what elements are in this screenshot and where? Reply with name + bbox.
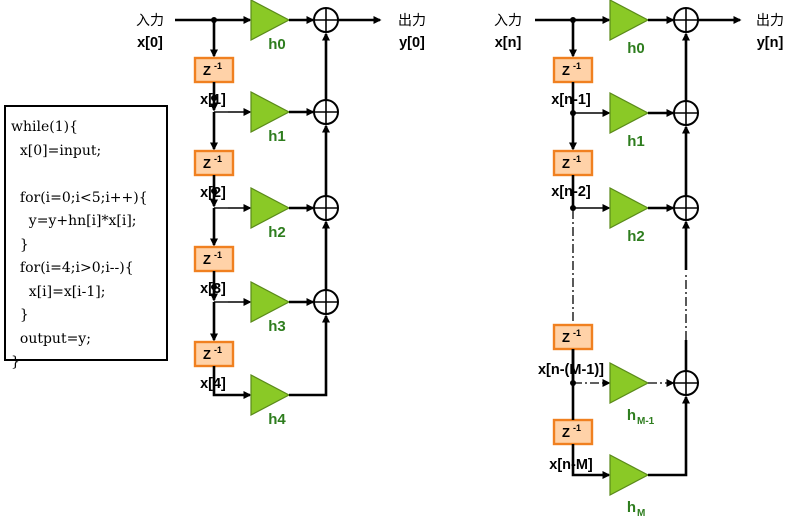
coefficient-label: h3 [268,318,286,335]
delay-exponent: -1 [214,154,222,164]
adder-node [313,7,339,33]
coefficient-label: h1 [627,133,645,150]
coefficient-label: h0 [268,36,286,53]
code-line: x[i]=x[i-1]; [11,283,106,300]
delay-block: Z-1 [193,245,235,273]
coefficient-label: h [627,499,636,516]
tap-label: x[n-1] [551,92,591,108]
code-line: for(i=4;i>0;i--){ [11,260,134,276]
coefficient-label: h2 [627,228,645,245]
signal-wire [289,314,330,397]
multiplier-triangle [250,91,291,133]
coefficient-subscript: M [637,508,645,519]
coefficient-label: h4 [268,411,286,428]
delay-box [193,245,235,273]
delay-block: Z-1 [193,56,235,84]
code-line: while(1){ [11,119,78,135]
adder-node [673,195,699,221]
tap-label: x[n-2] [551,184,591,200]
multiplier-triangle [250,187,291,229]
multiplier-triangle [250,374,291,416]
delay-exponent: -1 [214,250,222,260]
delay-box [193,56,235,84]
delay-block: Z-1 [193,149,235,177]
coefficient-label: h0 [627,40,645,57]
tap-label: x[n-(M-1)] [538,362,604,378]
multiplier-triangle [609,92,650,134]
multiplier-triangle [609,454,650,496]
multiplier-triangle [250,0,291,41]
coefficient-label: h [627,407,636,424]
code-line: for(i=0;i<5;i++){ [11,189,148,206]
junction-dot [211,95,217,101]
signal-wire [212,366,252,399]
code-line: y=y+hn[i]*x[i]; [11,213,137,229]
adder-node [673,100,699,126]
delay-exponent: -1 [214,345,222,355]
delay-z-label: Z [203,63,211,78]
adder-node [313,195,339,221]
code-line: output=y; [11,330,91,347]
delay-exponent: -1 [573,61,581,71]
delay-z-label: Z [203,156,211,171]
signal-wire [571,444,611,479]
code-line: } [11,354,20,370]
delay-block: Z-1 [193,340,235,368]
multiplier-triangle [609,0,650,41]
signal-wire [648,395,690,477]
delay-box [193,340,235,368]
output-var: y[n] [757,35,784,51]
output-var: y[0] [399,35,425,51]
delay-z-label: Z [203,347,211,362]
multiplier-triangle [609,187,650,229]
delay-block: Z-1 [552,56,594,84]
delay-z-label: Z [562,63,570,78]
delay-exponent: -1 [573,328,581,338]
delay-z-label: Z [562,156,570,171]
coefficient-label: h1 [268,128,286,145]
tap-label: x[4] [200,376,226,392]
code-line: } [11,307,29,323]
coefficient-subscript: M-1 [637,416,655,427]
multiplier-triangle [250,281,291,323]
code-listing: while(1){ x[0]=input; for(i=0;i<5;i++){ … [4,105,168,370]
output-label: 出力 [398,13,426,29]
delay-exponent: -1 [573,154,581,164]
delay-block: Z-1 [552,323,594,351]
input-var: x[n] [495,35,522,51]
delay-exponent: -1 [214,61,222,71]
delay-z-label: Z [562,330,570,345]
left-fir-diagram: 入力x[0]出力y[0]Z-1x[1]Z-1x[2]Z-1x[3]Z-1x[4]… [136,0,426,428]
delay-box [552,149,594,177]
code-line: } [11,236,29,253]
delay-z-label: Z [203,252,211,267]
code-line: x[0]=input; [11,142,102,159]
input-var: x[0] [137,35,163,51]
input-label: 入力 [494,13,522,29]
adder-node [313,289,339,315]
junction-dot [211,188,217,194]
coefficient-label: h2 [268,224,286,241]
adder-node [673,370,699,396]
delay-block: Z-1 [552,418,594,446]
delay-box [193,149,235,177]
tap-label: x[n-M] [549,457,593,473]
multiplier-triangle [609,362,650,404]
output-label: 出力 [756,13,784,29]
junction-dot [211,284,217,290]
input-label: 入力 [136,13,164,29]
delay-exponent: -1 [573,423,581,433]
delay-block: Z-1 [552,149,594,177]
adder-node [313,99,339,125]
adder-node [673,7,699,33]
delay-z-label: Z [562,425,570,440]
right-fir-diagram: 入力x[n]出力y[n]Z-1Z-1Z-1Z-1x[n-1]x[n-2]x[n-… [494,0,784,519]
